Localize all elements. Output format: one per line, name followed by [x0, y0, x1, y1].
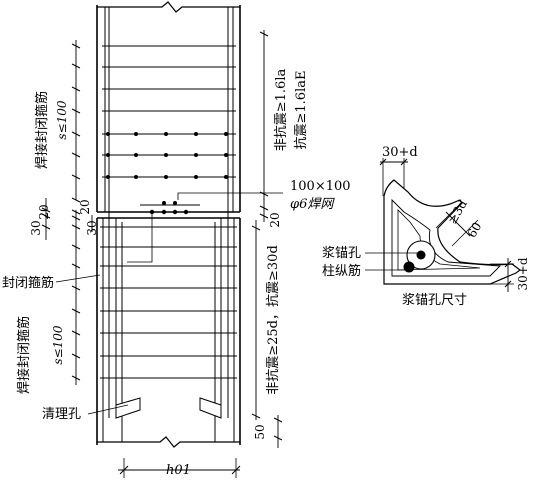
right-upper-dimension: [259, 30, 269, 200]
dim-label-20: 20: [37, 204, 51, 219]
lower-column: [96, 212, 241, 448]
mesh-dimension: 100×100: [290, 179, 351, 194]
dim-label-30: 30: [85, 220, 99, 235]
lower-hoops: [100, 226, 237, 379]
right-small-dimension: [259, 198, 269, 222]
detail-right-dimension: 30+d: [516, 257, 530, 290]
dim-label-30: 30: [29, 220, 43, 235]
upper-column: [96, 1, 241, 215]
closed-hoop-label: 封闭箍筋: [2, 275, 54, 291]
detail-top-dimension: 30+d: [382, 145, 418, 160]
column-bar-label: 柱纵筋: [322, 263, 361, 279]
bottom-break-line: [97, 436, 240, 448]
left-small-dimension: [41, 198, 51, 240]
mesh-leader: [127, 212, 153, 263]
detail-min-3d-label: ≥3d: [445, 197, 470, 226]
upper-seismic-label: 抗震≥1.6laE: [294, 71, 309, 150]
upper-bar-dots: [106, 132, 228, 179]
bottom-width-dimension: [118, 458, 241, 478]
upper-spacing-label: s≤100: [55, 100, 69, 139]
cleanout-hole-label: 清理孔: [42, 407, 81, 422]
cleanout-hole-right: [199, 397, 222, 419]
upper-nonseismic-label: 非抗震≥1.6la: [274, 69, 289, 152]
detail-caption: 浆锚孔尺寸: [402, 293, 467, 308]
top-break-line: [97, 1, 240, 13]
h01-label: h01: [166, 463, 191, 478]
dim-label-20: 20: [268, 212, 282, 227]
lower-welded-hoop-label: 焊接封闭箍筋: [16, 316, 32, 394]
lower-spacing-label: s≤100: [51, 325, 65, 364]
closed-hoop-leader: [55, 274, 101, 283]
bottom-small-dimension: [273, 415, 283, 448]
detail-60-label: 60: [465, 220, 485, 240]
dim-label-50: 50: [253, 424, 267, 439]
dim-label-20: 20: [78, 199, 92, 214]
mesh-spec: φ6焊网: [290, 197, 335, 212]
grout-hole-label: 浆锚孔: [322, 246, 361, 261]
cleanout-leader: [87, 404, 129, 415]
lower-anchor-label: 非抗震≥25d，抗震≥30d: [266, 245, 281, 395]
right-lower-dimension: [251, 220, 261, 420]
upper-hoops: [102, 45, 236, 178]
left-dimension-line: [71, 40, 81, 385]
upper-welded-hoop-label: 焊接封闭箍筋: [34, 91, 50, 169]
mesh-label-leader: [177, 192, 283, 200]
cleanout-hole-left: [115, 397, 141, 419]
grout-hole-detail: [365, 158, 521, 292]
